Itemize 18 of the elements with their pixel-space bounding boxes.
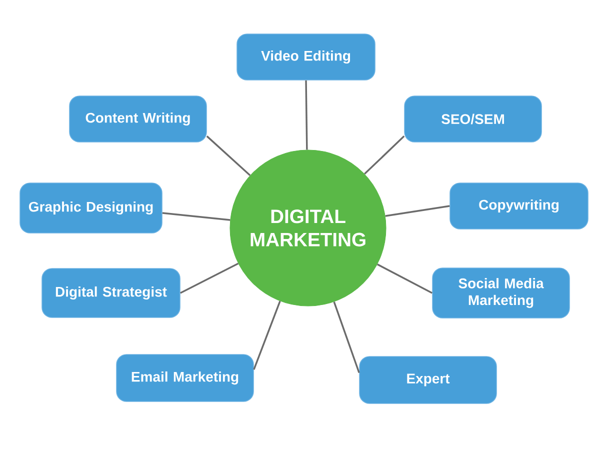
connector-line [376, 264, 432, 294]
connector-line [333, 302, 360, 374]
topic-box: Copywriting [450, 182, 588, 230]
topic-box: Video Editing [236, 34, 376, 80]
connector-line [206, 136, 251, 176]
topic-box: Expert [359, 356, 497, 404]
connector-line [364, 136, 405, 175]
topic-box: Social Media Marketing [432, 268, 570, 318]
connector-line [305, 80, 308, 150]
topic-box: SEO/SEM [404, 96, 542, 142]
connector-line [162, 212, 230, 221]
topic-box: Graphic Designing [20, 182, 162, 234]
connector-line [253, 300, 281, 370]
topic-box: Content Writing [69, 96, 207, 142]
topic-box: Email Marketing [116, 354, 254, 402]
connector-line [180, 262, 239, 294]
topic-box: Digital Strategist [42, 268, 180, 318]
connector-line [385, 205, 450, 217]
